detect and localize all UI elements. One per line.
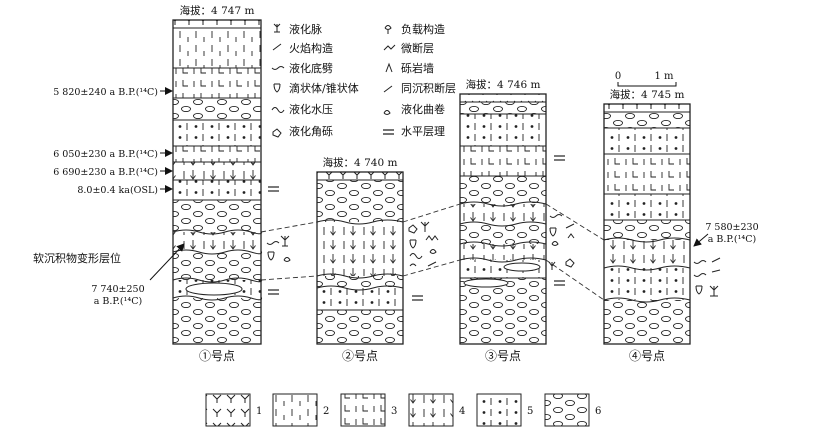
- site4-elevation: 海拔：4 745 m: [610, 88, 685, 101]
- correlation-lines: [260, 203, 605, 301]
- scale-bar: 0 1 m: [615, 71, 677, 87]
- site1-label: ①号点: [199, 349, 235, 363]
- column-site-2: [316, 171, 404, 345]
- lithology-1-number: 1: [256, 406, 262, 417]
- date-label-2: 6 050±230 a B.P.(¹⁴C): [53, 149, 158, 160]
- gravel-wall-icon: [385, 62, 393, 73]
- date-label-bottom-line1: 7 740±250: [91, 284, 144, 295]
- legend-label-horizontal-bedding: 水平层理: [401, 125, 445, 138]
- lithology-3-swatch: [340, 393, 386, 427]
- legend-label-load-structure: 负载构造: [401, 22, 445, 36]
- lithology-4-swatch: [408, 393, 454, 427]
- site4-date-label: 7 580±230 a B.P.(¹⁴C): [693, 222, 759, 247]
- column-site-4: [603, 103, 691, 345]
- horizontal-bedding-marks: [268, 155, 565, 301]
- symbol-legend: 液化脉 火焰构造 液化底劈 滴状体/锥状体 液化水压 液化角砾 负载构造 微断层…: [271, 22, 456, 138]
- date-label-3: 6 690±230 a B.P.(¹⁴C): [53, 167, 158, 178]
- lithology-6-number: 6: [595, 406, 601, 417]
- structure-symbols-site-4: [693, 257, 721, 297]
- deformation-layer-label: 软沉积物变形层位: [33, 251, 121, 265]
- legend-label-drop-cone: 滴状体/锥状体: [289, 81, 359, 95]
- lithology-2-number: 2: [323, 406, 329, 417]
- legend-label-syndepositional-fault: 同沉积断层: [401, 81, 456, 95]
- date-label-4: 8.0±0.4 ka(OSL): [77, 185, 158, 196]
- site3-label: ③号点: [485, 349, 521, 363]
- lithology-2-swatch: [272, 393, 318, 427]
- load-structure-icon: [384, 25, 392, 34]
- site2-label: ②号点: [342, 349, 378, 363]
- liquefaction-vein-icon: [273, 23, 281, 33]
- liquefaction-curl-icon: [383, 110, 391, 115]
- site4-date-line1: 7 580±230: [705, 222, 758, 233]
- lithology-4-number: 4: [459, 406, 465, 417]
- syndepositional-fault-icon: [383, 85, 393, 93]
- site4-label: ④号点: [629, 349, 665, 363]
- horizontal-bedding-icon: [383, 129, 394, 135]
- lithology-5-number: 5: [527, 406, 533, 417]
- scale-zero: 0: [615, 71, 621, 82]
- legend-label-liquefaction-scour: 液化底劈: [289, 61, 333, 75]
- lithology-1-swatch: [205, 393, 251, 427]
- legend-label-micro-fault: 微断层: [401, 41, 434, 55]
- scale-one: 1 m: [654, 71, 674, 82]
- site1-elevation: 海拔：4 747 m: [180, 4, 255, 17]
- lithology-6-swatch: [544, 393, 590, 427]
- flame-structure-icon: [272, 43, 282, 51]
- lithology-legend: 1 2 3 4 5 6: [205, 393, 601, 427]
- structure-symbols-site-1: [266, 235, 291, 262]
- column-site-3: [459, 93, 547, 345]
- site4-date-line2: a B.P.(¹⁴C): [708, 234, 756, 245]
- liquefaction-angular-gravel-icon: [272, 128, 282, 138]
- legend-label-gravel-wall: 砾岩墙: [401, 61, 434, 75]
- drop-cone-icon: [273, 83, 281, 93]
- lithology-3-number: 3: [391, 406, 397, 417]
- site2-elevation: 海拔：4 740 m: [323, 156, 398, 169]
- legend-label-water-pressure: 液化水压: [289, 102, 333, 116]
- date-label-bottom-line2: a B.P.(¹⁴C): [94, 296, 142, 307]
- legend-label-flame-structure: 火焰构造: [289, 41, 333, 55]
- site1-date-labels: 5 820±240 a B.P.(¹⁴C) 6 050±230 a B.P.(¹…: [33, 87, 185, 307]
- legend-label-liquefaction-vein: 液化脉: [289, 22, 322, 36]
- site3-elevation: 海拔：4 746 m: [466, 78, 541, 91]
- liquefaction-water-pressure-icon: [271, 107, 285, 113]
- structure-symbols-site-2: [408, 221, 439, 267]
- legend-label-angular-gravel: 液化角砾: [289, 124, 333, 138]
- date-label-1: 5 820±240 a B.P.(¹⁴C): [53, 87, 158, 98]
- lithology-5-swatch: [476, 393, 522, 427]
- liquefaction-bottom-scour-icon: [271, 66, 285, 70]
- micro-fault-icon: [383, 44, 396, 51]
- structure-symbols-site-3: [548, 214, 575, 270]
- legend-label-liquefaction-curl: 液化曲卷: [401, 102, 445, 116]
- column-site-1: [172, 19, 262, 345]
